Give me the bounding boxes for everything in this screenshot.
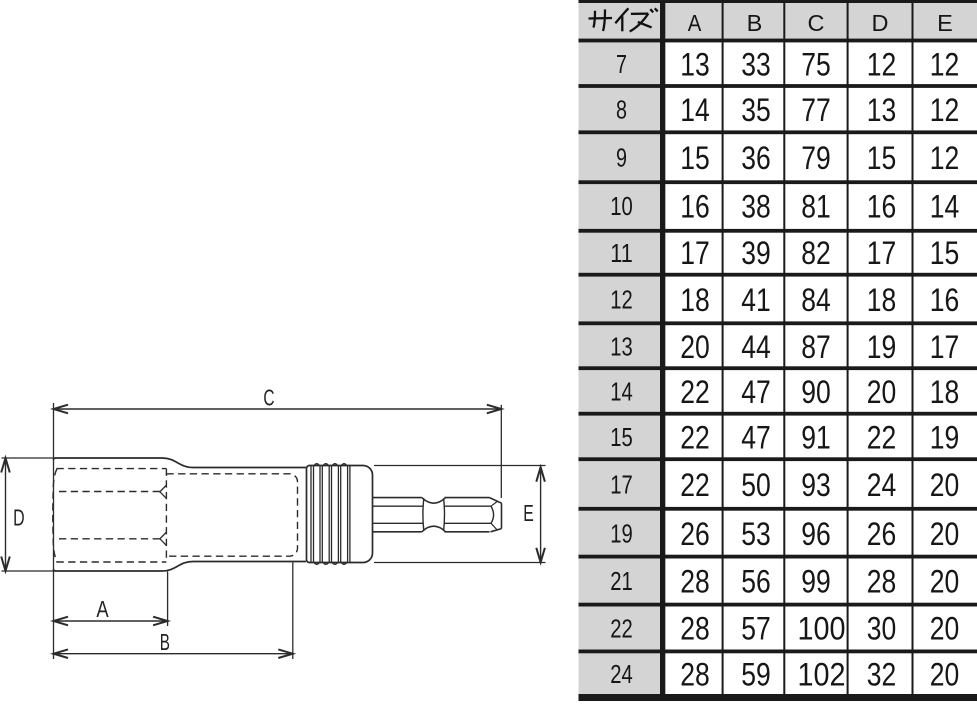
svg-text:20: 20	[930, 611, 960, 647]
svg-text:12: 12	[930, 46, 960, 82]
svg-text:22: 22	[867, 420, 897, 456]
svg-text:16: 16	[930, 282, 960, 318]
svg-text:17: 17	[680, 235, 710, 271]
svg-text:93: 93	[801, 467, 831, 503]
svg-text:47: 47	[741, 374, 771, 410]
svg-text:13: 13	[867, 92, 897, 128]
svg-text:B: B	[160, 629, 170, 655]
svg-text:50: 50	[741, 467, 771, 503]
svg-text:82: 82	[801, 235, 831, 271]
svg-text:96: 96	[801, 516, 831, 552]
svg-text:C: C	[808, 10, 825, 36]
svg-text:19: 19	[930, 420, 960, 456]
svg-text:47: 47	[741, 420, 771, 456]
svg-text:12: 12	[867, 46, 897, 82]
svg-text:9: 9	[616, 143, 627, 173]
svg-text:36: 36	[741, 140, 771, 176]
svg-text:16: 16	[867, 189, 897, 225]
svg-text:19: 19	[610, 518, 633, 548]
svg-text:22: 22	[680, 420, 710, 456]
svg-text:14: 14	[680, 92, 710, 128]
svg-text:20: 20	[680, 329, 710, 365]
svg-text:26: 26	[867, 516, 897, 552]
svg-text:12: 12	[930, 140, 960, 176]
svg-text:D: D	[13, 505, 25, 531]
svg-text:100: 100	[798, 611, 846, 647]
svg-text:14: 14	[610, 377, 633, 407]
svg-text:22: 22	[610, 613, 633, 643]
svg-text:B: B	[747, 10, 763, 36]
svg-text:77: 77	[801, 92, 831, 128]
svg-text:20: 20	[930, 467, 960, 503]
svg-text:A: A	[688, 10, 702, 36]
svg-text:53: 53	[741, 516, 771, 552]
svg-text:32: 32	[867, 656, 897, 692]
svg-text:20: 20	[867, 374, 897, 410]
svg-text:99: 99	[801, 564, 831, 600]
svg-text:11: 11	[610, 238, 633, 268]
svg-text:28: 28	[680, 611, 710, 647]
svg-text:59: 59	[741, 656, 771, 692]
svg-text:87: 87	[801, 329, 831, 365]
svg-text:13: 13	[680, 46, 710, 82]
svg-text:56: 56	[741, 564, 771, 600]
svg-text:17: 17	[930, 329, 960, 365]
svg-text:28: 28	[680, 656, 710, 692]
svg-text:75: 75	[801, 46, 831, 82]
svg-text:90: 90	[801, 374, 831, 410]
svg-text:16: 16	[680, 189, 710, 225]
svg-text:20: 20	[930, 656, 960, 692]
svg-text:20: 20	[930, 516, 960, 552]
svg-text:15: 15	[867, 140, 897, 176]
svg-text:39: 39	[741, 235, 771, 271]
svg-text:15: 15	[680, 140, 710, 176]
svg-text:7: 7	[616, 49, 627, 79]
svg-text:12: 12	[930, 92, 960, 128]
svg-text:19: 19	[867, 329, 897, 365]
svg-text:24: 24	[867, 467, 897, 503]
svg-text:18: 18	[867, 282, 897, 318]
svg-text:22: 22	[680, 374, 710, 410]
svg-text:A: A	[96, 596, 109, 622]
svg-text:44: 44	[741, 329, 771, 365]
svg-text:28: 28	[680, 564, 710, 600]
svg-text:15: 15	[610, 422, 633, 452]
svg-text:14: 14	[930, 189, 960, 225]
svg-text:22: 22	[680, 467, 710, 503]
svg-text:C: C	[263, 384, 274, 410]
svg-text:10: 10	[610, 191, 633, 221]
svg-text:13: 13	[610, 331, 633, 361]
svg-text:18: 18	[680, 282, 710, 318]
svg-text:41: 41	[741, 282, 771, 318]
svg-text:30: 30	[867, 611, 897, 647]
svg-text:21: 21	[610, 566, 633, 596]
svg-text:57: 57	[741, 611, 771, 647]
svg-text:D: D	[872, 10, 889, 36]
svg-text:17: 17	[610, 470, 633, 500]
svg-text:12: 12	[610, 285, 633, 315]
svg-text:102: 102	[798, 656, 846, 692]
svg-text:24: 24	[610, 659, 633, 689]
svg-text:15: 15	[930, 235, 960, 271]
svg-text:91: 91	[801, 420, 831, 456]
svg-text:E: E	[937, 10, 953, 36]
svg-text:E: E	[523, 500, 534, 526]
svg-text:20: 20	[930, 564, 960, 600]
svg-text:81: 81	[801, 189, 831, 225]
svg-text:84: 84	[801, 282, 831, 318]
svg-text:38: 38	[741, 189, 771, 225]
svg-text:79: 79	[801, 140, 831, 176]
svg-text:28: 28	[867, 564, 897, 600]
svg-text:17: 17	[867, 235, 897, 271]
svg-text:8: 8	[616, 95, 627, 125]
svg-text:33: 33	[741, 46, 771, 82]
svg-text:35: 35	[741, 92, 771, 128]
svg-text:18: 18	[930, 374, 960, 410]
svg-text:26: 26	[680, 516, 710, 552]
